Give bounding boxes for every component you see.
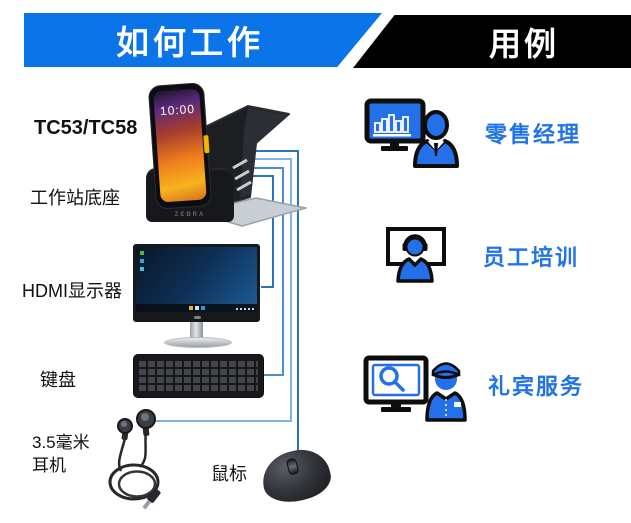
monitor-stand-base: [164, 337, 232, 348]
earbuds: [108, 409, 161, 510]
dock-tower-highlight: [240, 108, 287, 198]
how-it-works-title: 如何工作: [116, 24, 264, 61]
desktop-icon-blue: [140, 259, 144, 263]
desktop-icon-green: [140, 251, 144, 255]
monitor-logo: [193, 316, 201, 319]
keyboard-label: 键盘: [40, 370, 76, 390]
employee-training-icon: [386, 227, 446, 283]
use-cases-title: 用例: [488, 25, 559, 62]
concierge-service-icon: [363, 355, 467, 422]
hdmi-monitor: [133, 244, 260, 322]
use-case-retail-manager: 零售经理: [363, 96, 581, 170]
phone-clock-text: 10:00: [159, 101, 196, 119]
taskbar-icon-yellow: [188, 306, 193, 310]
dock-label: 工作站底座: [30, 188, 120, 208]
phone-screen: 10:00: [153, 88, 207, 203]
retail-manager-label: 零售经理: [485, 122, 582, 147]
taskbar-icon-white: [194, 306, 199, 310]
monitor-label: HDMI显示器: [22, 281, 122, 301]
keyboard-keys: [139, 360, 258, 391]
tc53-phone: 10:00: [147, 82, 213, 210]
dock-brand-text: ZEBRA: [174, 212, 206, 218]
employee-training-label: 员工培训: [483, 245, 580, 270]
monitor-stand-neck: [190, 322, 203, 339]
keyboard: [133, 354, 264, 398]
headphones-label-line2: 耳机: [32, 456, 66, 475]
use-case-concierge-service: 礼宾服务: [363, 348, 584, 422]
concierge-service-label: 礼宾服务: [488, 374, 585, 399]
mouse-cable-line: [246, 150, 299, 455]
mouse-wheel: [285, 457, 300, 476]
retail-manager-icon: [364, 98, 459, 168]
desktop-icon-teal: [140, 267, 144, 271]
taskbar-icon-blue: [200, 306, 205, 310]
system-tray-dots: [236, 308, 254, 310]
device-label: TC53/TC58: [34, 117, 138, 139]
monitor-screen: [136, 247, 257, 312]
mouse-label: 鼠标: [211, 464, 247, 484]
monitor-cable-line: [246, 175, 274, 288]
headphones-label: 3.5毫米 耳机: [32, 431, 90, 477]
taskbar: [136, 304, 257, 312]
audio-jack: [142, 488, 161, 510]
keyboard-cable-line: [246, 167, 284, 376]
use-case-employee-training: 员工培训: [363, 224, 579, 288]
use-cases-banner: 用例: [353, 15, 631, 68]
headphones-label-line1: 3.5毫米: [32, 433, 90, 452]
how-it-works-banner: 如何工作: [24, 13, 382, 67]
dock-vent-stripes: [232, 158, 252, 192]
desktop-icons: [140, 251, 144, 271]
headphones-cable-line: [150, 158, 292, 422]
